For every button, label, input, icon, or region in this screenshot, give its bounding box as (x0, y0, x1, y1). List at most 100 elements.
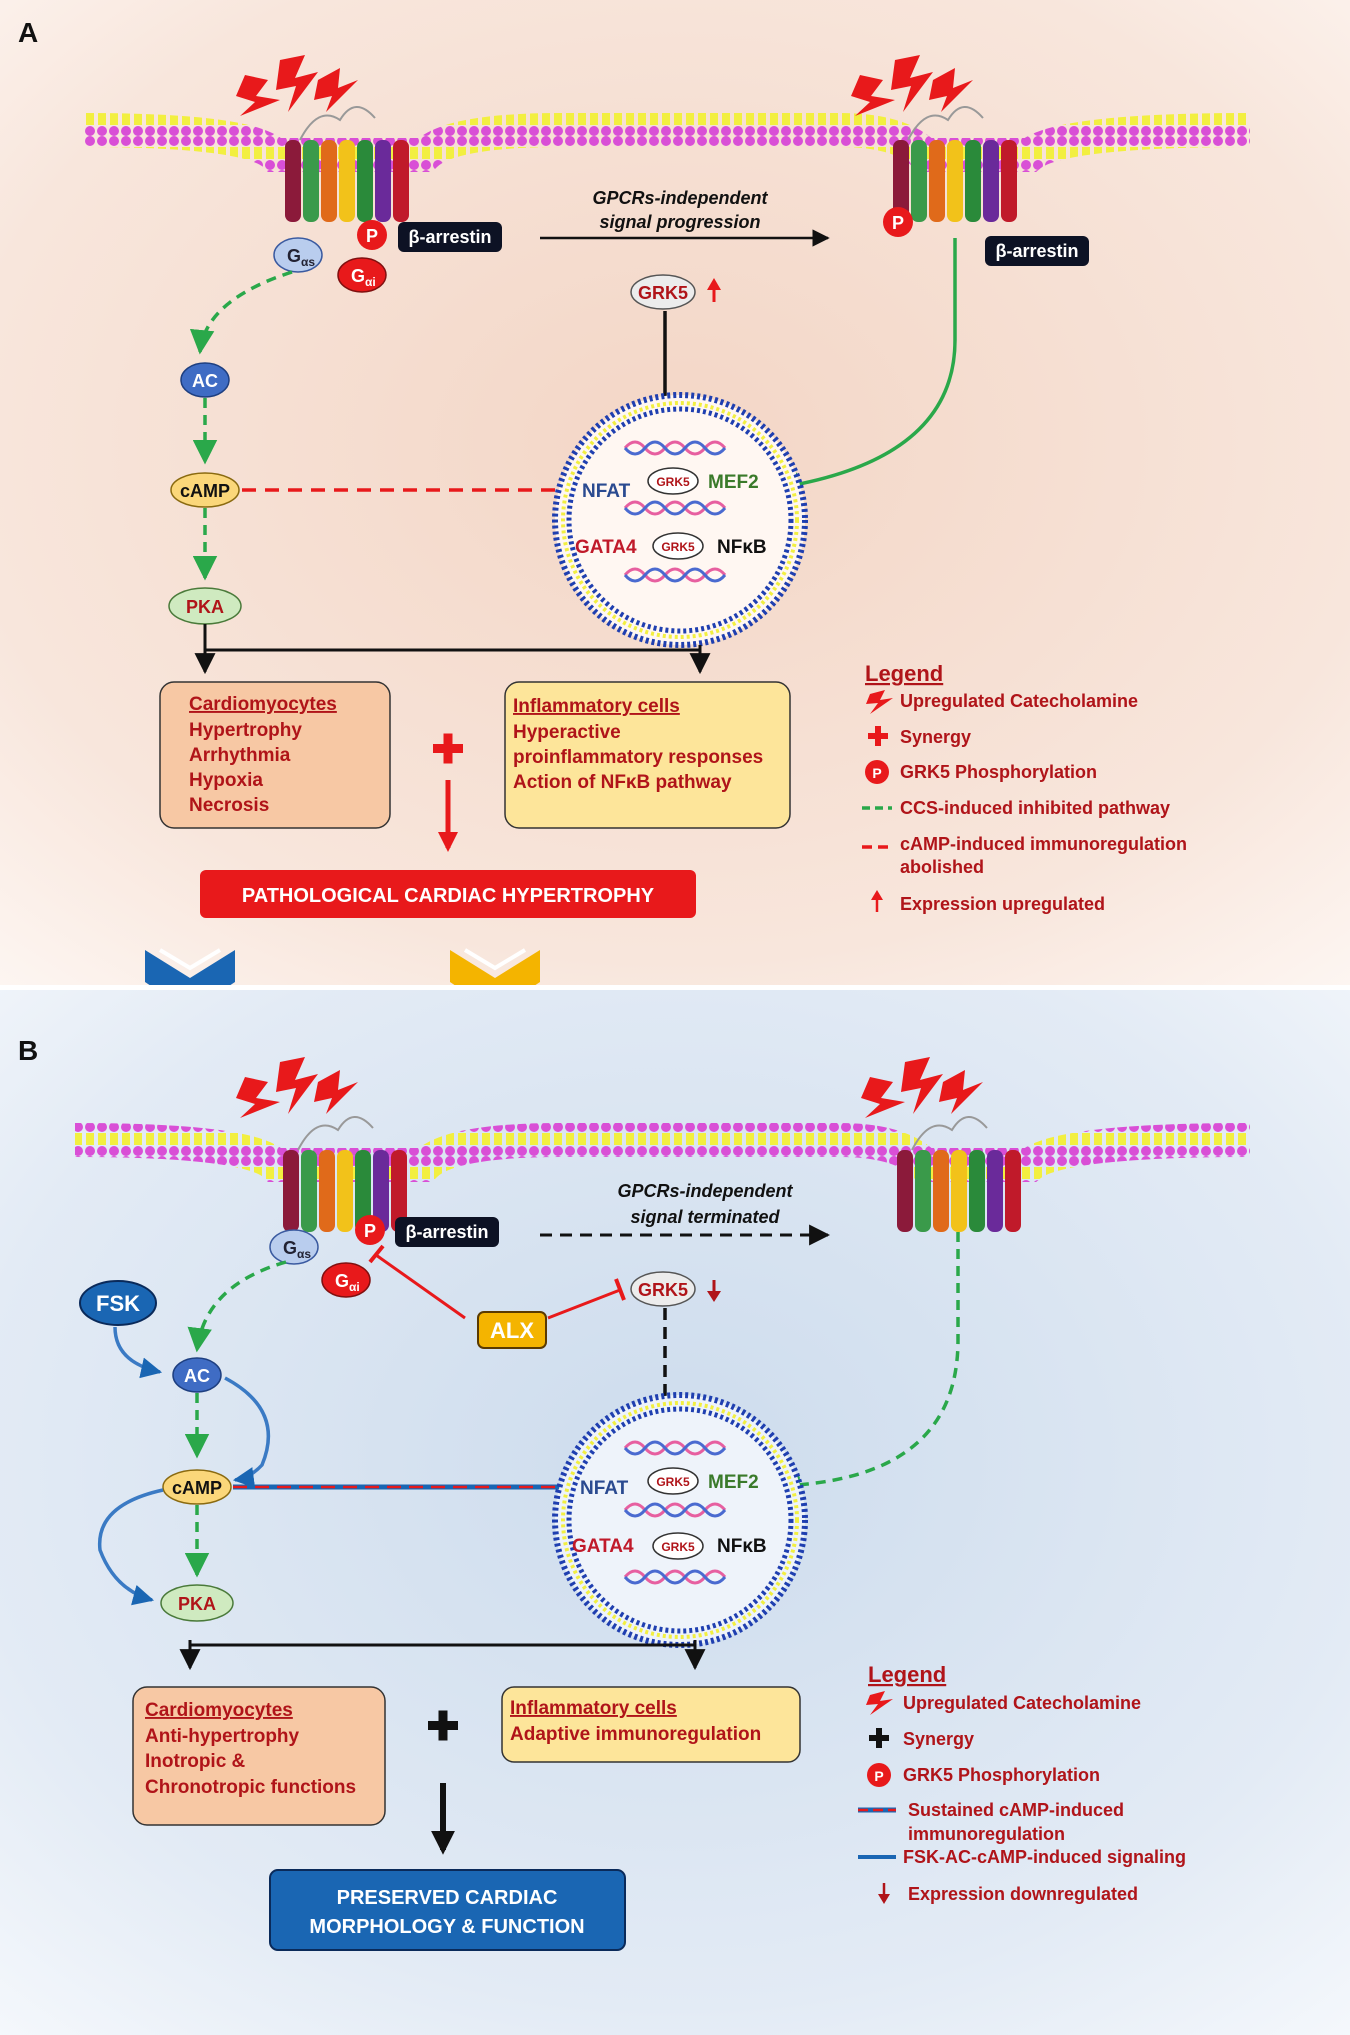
svg-text:Upregulated Catecholamine: Upregulated Catecholamine (903, 1693, 1141, 1713)
dna-helix-icon (623, 440, 727, 583)
svg-text:Adaptive immunoregulation: Adaptive immunoregulation (510, 1724, 761, 1745)
phospho-p-icon (865, 760, 889, 784)
inhibit-bar (368, 1244, 385, 1264)
nfkb-label-b: NFκB (717, 1536, 767, 1557)
catecholamine-bolt-icon (866, 690, 893, 714)
alx-drug-node: ALX (477, 1311, 547, 1349)
panel-b: B (0, 985, 1350, 2035)
catecholamine-bolt-icon (861, 1057, 983, 1118)
pathological-hypertrophy-box: PATHOLOGICAL CARDIAC HYPERTROPHY (200, 870, 696, 918)
svg-text:PRESERVED CARDIAC: PRESERVED CARDIAC (337, 1887, 558, 1909)
svg-text:Cardiomyocytes: Cardiomyocytes (145, 1700, 293, 1721)
svg-text:Chronotropic functions: Chronotropic functions (145, 1777, 356, 1798)
svg-text:MORPHOLOGY & FUNCTION: MORPHOLOGY & FUNCTION (309, 1916, 584, 1938)
expression-up-arrow-icon (707, 278, 721, 302)
beta-arrestin-badge-b: β-arrestin (395, 1217, 499, 1247)
phospho-p-badge: P (357, 220, 387, 250)
gpcr-independent-label: GPCRs-independent (592, 188, 768, 208)
svg-text:Hypertrophy: Hypertrophy (189, 720, 302, 741)
beta-arrestin-nucleus-path (774, 238, 957, 497)
panel-label-a: A (18, 17, 38, 48)
svg-text:PATHOLOGICAL CARDIAC HYPERTROP: PATHOLOGICAL CARDIAC HYPERTROPHY (242, 885, 655, 907)
gata4-label-b: GATA4 (572, 1536, 634, 1557)
svg-text:P: P (872, 765, 881, 781)
svg-text:GRK5: GRK5 (661, 1540, 695, 1554)
gpcr-independent-label-b: GPCRs-independent (617, 1181, 793, 1201)
svg-text:FSK: FSK (96, 1291, 140, 1316)
synergy-plus-icon-b (428, 1710, 458, 1741)
beta-arrestin-badge: β-arrestin (398, 222, 502, 252)
grk5-small-node-2: GRK5 (652, 532, 704, 560)
catecholamine-bolt-icon (866, 1691, 893, 1715)
svg-text:Expression upregulated: Expression upregulated (900, 894, 1105, 914)
ac-node: AC (180, 362, 230, 398)
pka-node: PKA (168, 587, 242, 625)
g-alpha-i-node-b: Gαi (321, 1262, 371, 1298)
svg-text:PKA: PKA (186, 597, 224, 617)
svg-text:β-arrestin: β-arrestin (995, 241, 1078, 261)
beta-arrestin-badge-right: β-arrestin (985, 236, 1089, 266)
ccs-pathway-gas-ac (189, 270, 293, 355)
cardiomyocytes-box-b: Cardiomyocytes Anti-hypertrophy Inotropi… (132, 1686, 386, 1826)
svg-text:Expression downregulated: Expression downregulated (908, 1884, 1138, 1904)
svg-text:FSK-AC-cAMP-induced signaling: FSK-AC-cAMP-induced signaling (903, 1847, 1186, 1867)
camp-node-b: cAMP (162, 1469, 232, 1505)
phospho-p-badge-b: P (355, 1215, 385, 1245)
svg-text:GRK5: GRK5 (638, 283, 688, 303)
svg-text:immunoregulation: immunoregulation (908, 1824, 1065, 1844)
svg-text:Arrhythmia: Arrhythmia (189, 745, 291, 766)
svg-text:Cardiomyocytes: Cardiomyocytes (189, 694, 337, 715)
svg-text:cAMP: cAMP (172, 1478, 222, 1498)
cell-membrane-b (74, 1123, 1251, 1182)
fsk-to-ac-arrow (113, 1326, 163, 1379)
svg-text:ALX: ALX (490, 1318, 534, 1343)
grk5-small-node: GRK5 (647, 467, 699, 495)
gpcr-independent-label-2: signal progression (599, 212, 760, 232)
svg-text:PKA: PKA (178, 1594, 216, 1614)
svg-text:GRK5 Phosphorylation: GRK5 Phosphorylation (900, 762, 1097, 782)
svg-text:Hypoxia: Hypoxia (189, 770, 263, 791)
legend-a: Legend Upregulated Catecholamine Synergy… (862, 661, 1187, 914)
gpcr-receptor-right (893, 106, 1017, 222)
svg-text:GRK5: GRK5 (638, 1280, 688, 1300)
svg-text:P: P (892, 213, 904, 233)
svg-text:β-arrestin: β-arrestin (405, 1222, 488, 1242)
grk5-small-node-b: GRK5 (647, 1467, 699, 1495)
svg-text:P: P (874, 1768, 883, 1784)
pka-node-b: PKA (160, 1584, 234, 1622)
svg-text:proinflammatory responses: proinflammatory responses (513, 747, 763, 768)
gata4-label: GATA4 (575, 537, 637, 558)
g-alpha-s-node: Gαs (273, 237, 323, 273)
svg-text:Hyperactive: Hyperactive (513, 722, 621, 743)
svg-text:GRK5: GRK5 (656, 475, 690, 489)
grk5-small-node-b-2: GRK5 (652, 1532, 704, 1560)
svg-text:Action of NFκB pathway: Action of NFκB pathway (513, 772, 732, 793)
svg-text:Anti-hypertrophy: Anti-hypertrophy (145, 1726, 300, 1747)
fsk-drug-node: FSK (79, 1280, 157, 1326)
preserved-cardiac-box: PRESERVED CARDIAC MORPHOLOGY & FUNCTION (269, 1869, 626, 1951)
catecholamine-bolt-icon (236, 1057, 358, 1118)
gpcr-receptor-right-b (897, 1116, 1021, 1232)
svg-text:Necrosis: Necrosis (189, 795, 269, 816)
svg-text:Sustained cAMP-induced: Sustained cAMP-induced (908, 1800, 1124, 1820)
svg-text:Synergy: Synergy (900, 727, 971, 747)
svg-text:Gαi: Gαi (335, 1271, 360, 1294)
svg-text:Gαs: Gαs (283, 1238, 311, 1261)
synergy-plus-icon (433, 733, 463, 764)
svg-text:GRK5 Phosphorylation: GRK5 Phosphorylation (903, 1765, 1100, 1785)
alx-inhibit-p (375, 1253, 466, 1320)
svg-text:AC: AC (184, 1366, 210, 1386)
inflammatory-cells-box-b: Inflammatory cells Adaptive immunoregula… (501, 1686, 801, 1763)
nucleus (552, 392, 808, 648)
ac-to-camp-blue-arrow (224, 1376, 271, 1488)
dna-helix-icon (623, 1440, 727, 1585)
catecholamine-bolt-icon (851, 55, 973, 116)
svg-text:GRK5: GRK5 (656, 1475, 690, 1489)
g-alpha-s-node-b: Gαs (269, 1229, 319, 1265)
svg-text:cAMP-induced immunoregulation: cAMP-induced immunoregulation (900, 834, 1187, 854)
nfat-label: NFAT (582, 481, 631, 502)
svg-text:β-arrestin: β-arrestin (408, 227, 491, 247)
svg-text:P: P (364, 1221, 376, 1241)
